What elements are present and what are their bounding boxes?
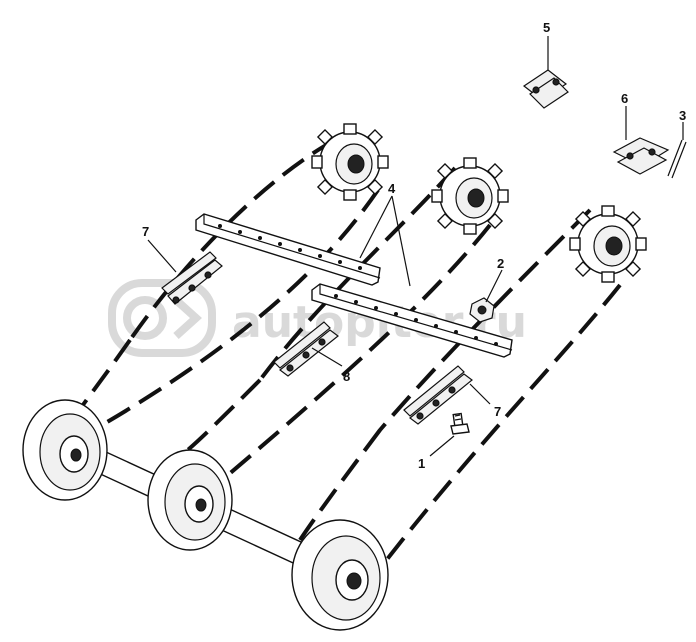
callout-1: 1 bbox=[418, 456, 425, 471]
guide-rail-lower bbox=[311, 283, 513, 358]
sprocket-right bbox=[569, 205, 647, 283]
callout-4: 4 bbox=[388, 181, 396, 196]
chain-path-left-lower bbox=[89, 188, 380, 434]
callout-6: 6 bbox=[621, 91, 628, 106]
wheel-middle bbox=[147, 449, 233, 551]
callout-8: 8 bbox=[343, 369, 350, 384]
chain-paths bbox=[58, 138, 622, 564]
chain-segment-right bbox=[403, 365, 473, 425]
autopiter-logo-icon bbox=[108, 279, 216, 357]
chain-segment-middle bbox=[273, 321, 339, 377]
chain-path-right-lower bbox=[383, 283, 622, 564]
connecting-link bbox=[522, 69, 569, 109]
nut bbox=[469, 297, 495, 323]
sprocket-upper-left bbox=[311, 123, 389, 201]
bolt bbox=[450, 412, 470, 435]
callout-3: 3 bbox=[679, 108, 686, 123]
wheel-left bbox=[22, 399, 108, 501]
callout-7-lower: 7 bbox=[494, 404, 501, 419]
chain-segment-left bbox=[161, 251, 223, 305]
sprocket-upper-middle bbox=[431, 157, 509, 235]
callout-7-upper: 7 bbox=[142, 224, 149, 239]
cotter-pin bbox=[667, 139, 687, 179]
wheel-right bbox=[291, 519, 389, 631]
chain-path-middle-lower bbox=[213, 223, 492, 488]
offset-link bbox=[612, 137, 670, 175]
chain-path-middle bbox=[173, 166, 457, 462]
guide-rail-upper bbox=[195, 213, 381, 286]
callout-5: 5 bbox=[543, 20, 550, 35]
leader-lines bbox=[147, 36, 684, 457]
axle-assembly bbox=[22, 399, 389, 631]
callout-2: 2 bbox=[497, 256, 504, 271]
